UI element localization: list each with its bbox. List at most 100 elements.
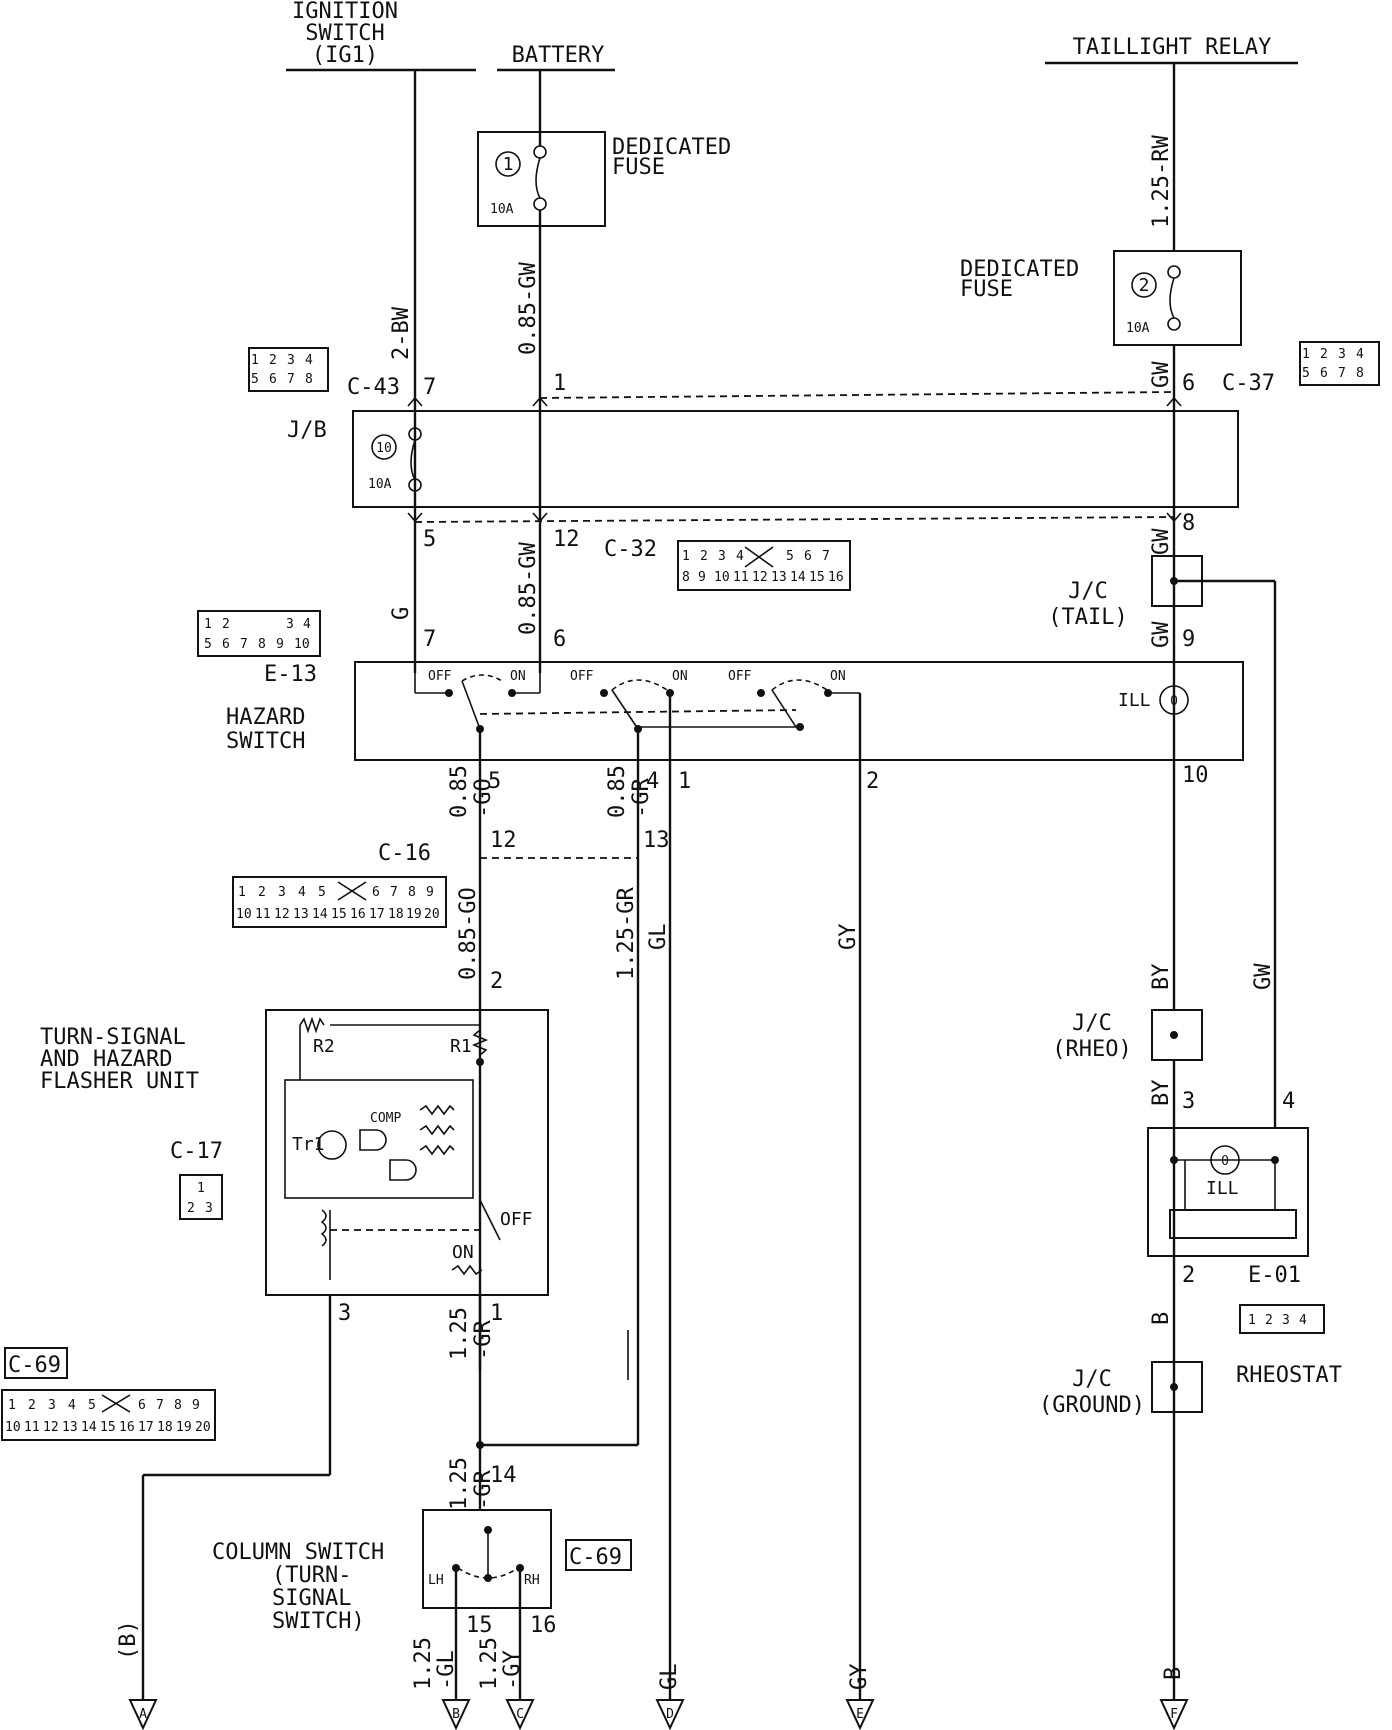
column-label-1: COLUMN SWITCH (212, 1540, 384, 1565)
wire-085-gr-a: 0.85 (605, 765, 630, 818)
dedicated-fuse-2-label: DEDICATED (960, 257, 1079, 282)
svg-text:B: B (452, 1707, 460, 1722)
svg-text:OFF: OFF (428, 669, 452, 684)
flasher-unit: TURN-SIGNAL AND HAZARD FLASHER UNIT R2 R… (40, 1009, 549, 1296)
svg-text:1: 1 (503, 154, 514, 175)
pin-3-e01: 3 (1182, 1089, 1195, 1114)
wire-b-upper: B (1149, 1312, 1174, 1325)
svg-text:2: 2 (1320, 347, 1328, 362)
pin-2-flasher: 2 (490, 969, 503, 994)
svg-text:OFF: OFF (570, 669, 594, 684)
e13-label: E-13 (264, 662, 317, 687)
rheostat-label: RHEOSTAT (1236, 1363, 1342, 1388)
svg-text:10A: 10A (490, 202, 514, 217)
svg-text:R2: R2 (313, 1036, 335, 1057)
svg-text:9: 9 (698, 570, 706, 585)
svg-text:ON: ON (452, 1242, 474, 1263)
svg-text:2: 2 (222, 617, 230, 632)
svg-text:16: 16 (350, 907, 366, 922)
svg-text:8: 8 (682, 570, 690, 585)
svg-text:15: 15 (100, 1420, 116, 1435)
svg-text:1: 1 (197, 1181, 205, 1196)
wire-125-gr-a: 1.25 (447, 1307, 472, 1360)
wire-085-go-a: 0.85 (447, 765, 472, 818)
svg-text:3: 3 (48, 1398, 56, 1413)
svg-text:ON: ON (830, 669, 846, 684)
svg-text:14: 14 (81, 1420, 97, 1435)
connector-e01-icon: 1 2 3 4 (1239, 1304, 1325, 1334)
pin-3-flasher: 3 (338, 1301, 351, 1326)
connector-c69-icon: C-69 1 2 3 4 5 6 7 8 9 10 11 12 13 14 15… (1, 1347, 216, 1441)
dedicated-fuse-2: 2 10A (1113, 250, 1242, 346)
svg-text:LH: LH (428, 1573, 444, 1588)
wire-085go-long: 0.85-GO (456, 887, 481, 980)
c69-label: C-69 (8, 1353, 61, 1378)
pin-1-flasher: 1 (490, 1301, 503, 1326)
c16-label: C-16 (378, 841, 431, 866)
svg-text:C-69: C-69 (569, 1545, 622, 1570)
pin-6-c37: 6 (1182, 371, 1195, 396)
svg-text:F: F (1170, 1707, 1178, 1722)
pin-2-e01: 2 (1182, 1263, 1195, 1288)
svg-text:8: 8 (305, 372, 313, 387)
svg-text:16: 16 (828, 570, 844, 585)
svg-text:0: 0 (1221, 1154, 1229, 1169)
svg-text:7: 7 (822, 549, 830, 564)
svg-text:7: 7 (1338, 366, 1346, 381)
jc-tail: J/C (TAIL) (1048, 555, 1277, 1113)
pin-8-c32: 8 (1182, 511, 1195, 536)
pin-14-col: 14 (490, 1463, 517, 1488)
svg-text:2: 2 (269, 353, 277, 368)
jc-tail-label-1: J/C (1068, 579, 1108, 604)
svg-text:19: 19 (406, 907, 422, 922)
wire-gl-upper: GL (646, 924, 671, 951)
svg-text:7: 7 (390, 885, 398, 900)
svg-text:12: 12 (752, 570, 768, 585)
svg-text:4: 4 (1299, 1313, 1307, 1328)
column-label-3: SIGNAL (272, 1586, 351, 1611)
wire-by-lower: BY (1149, 1080, 1174, 1107)
jc-rheo-label-1: J/C (1072, 1011, 1112, 1036)
dedicated-fuse-1-label: DEDICATED (612, 135, 731, 160)
pin-1-c43: 1 (553, 371, 566, 396)
terminal-e: E (845, 1699, 875, 1730)
terminal-b: B (441, 1699, 471, 1730)
wire-125-gr-b: -GR (471, 1320, 496, 1360)
svg-text:1: 1 (1248, 1313, 1256, 1328)
wire-125-gl-a: 1.25 (411, 1637, 436, 1690)
svg-text:10: 10 (376, 441, 392, 456)
jc-rheo: J/C (RHEO) (1052, 1009, 1203, 1062)
svg-text:4: 4 (68, 1398, 76, 1413)
svg-text:12: 12 (43, 1420, 59, 1435)
svg-text:C: C (516, 1707, 524, 1722)
svg-text:20: 20 (195, 1420, 211, 1435)
wire-gw-c37: GW (1149, 361, 1174, 388)
terminal-a: A (128, 1699, 158, 1730)
svg-text:16: 16 (119, 1420, 135, 1435)
svg-text:20: 20 (424, 907, 440, 922)
svg-text:5: 5 (251, 372, 259, 387)
svg-text:2: 2 (700, 549, 708, 564)
svg-text:Tr1: Tr1 (292, 1134, 325, 1155)
pin-6-e13: 6 (553, 627, 566, 652)
connector-c69-ref: C-69 (565, 1539, 632, 1571)
svg-text:13: 13 (62, 1420, 78, 1435)
svg-text:10: 10 (5, 1420, 21, 1435)
svg-text:17: 17 (138, 1420, 154, 1435)
pin-12-c32: 12 (553, 527, 580, 552)
wire-g: G (389, 607, 414, 620)
ignition-label-1: IGNITION (292, 0, 398, 24)
ref-b-label: (B) (116, 1620, 141, 1660)
svg-text:10: 10 (294, 637, 310, 652)
pin-2-e13: 2 (866, 769, 879, 794)
svg-text:5: 5 (88, 1398, 96, 1413)
pin-16-col: 16 (530, 1613, 557, 1638)
svg-text:5: 5 (204, 637, 212, 652)
jc-ground-label-2: (GROUND) (1039, 1393, 1145, 1418)
c37-label: C-37 (1222, 371, 1275, 396)
hazard-label-2: SWITCH (226, 729, 305, 754)
wire-085gw-mid: 0.85-GW (516, 542, 541, 635)
svg-text:9: 9 (276, 637, 284, 652)
jc-rheo-label-2: (RHEO) (1052, 1037, 1131, 1062)
flasher-label-2: AND HAZARD (40, 1047, 172, 1072)
